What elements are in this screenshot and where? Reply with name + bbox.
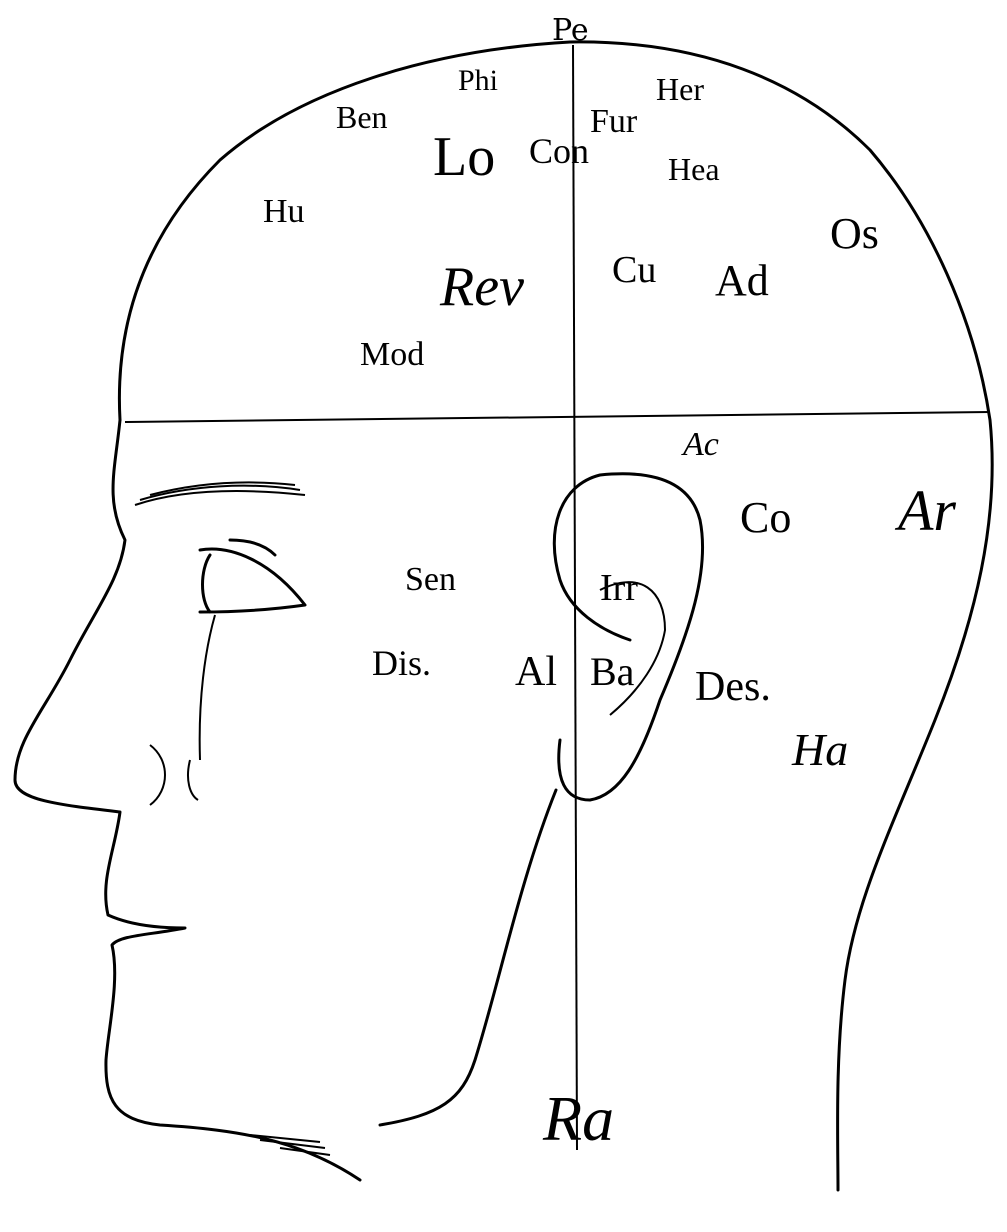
label-des: Des. [695, 664, 771, 710]
label-ba: Ba [590, 649, 635, 694]
label-ha: Ha [791, 724, 848, 775]
mouth-line [187, 759, 199, 801]
head-outline [117, 40, 994, 1192]
ear [552, 472, 705, 802]
label-mod: Mod [360, 336, 424, 373]
label-pe: Pe [552, 13, 589, 48]
jaw-line [378, 788, 558, 1127]
label-ac: Ac [681, 426, 719, 463]
label-rev: Rev [439, 256, 524, 318]
face-profile [13, 418, 362, 1182]
label-os: Os [830, 209, 879, 258]
label-con: Con [529, 131, 589, 171]
label-ar: Ar [894, 478, 956, 543]
label-al: Al [515, 649, 557, 695]
label-sen: Sen [405, 561, 456, 598]
label-hea: Hea [668, 151, 720, 187]
vertical-axis [572, 44, 578, 1151]
label-her: Her [656, 71, 704, 107]
label-phi: Phi [458, 64, 498, 97]
eye [198, 538, 307, 614]
label-co: Co [740, 493, 791, 542]
label-ad: Ad [715, 256, 769, 305]
label-ben: Ben [336, 99, 388, 135]
nostril [149, 744, 166, 806]
label-hu: Hu [263, 193, 305, 230]
ear-inner [599, 581, 667, 716]
label-cu: Cu [612, 249, 656, 291]
label-fur: Fur [590, 103, 638, 140]
label-irr: Irr [600, 567, 638, 609]
cheek-line [198, 614, 216, 761]
label-lo: Lo [433, 126, 495, 188]
eyebrow [134, 481, 306, 506]
label-ra: Ra [542, 1083, 614, 1154]
label-dis: Dis. [372, 643, 431, 683]
horizontal-axis [124, 411, 991, 423]
neck-shadow [249, 1134, 331, 1156]
